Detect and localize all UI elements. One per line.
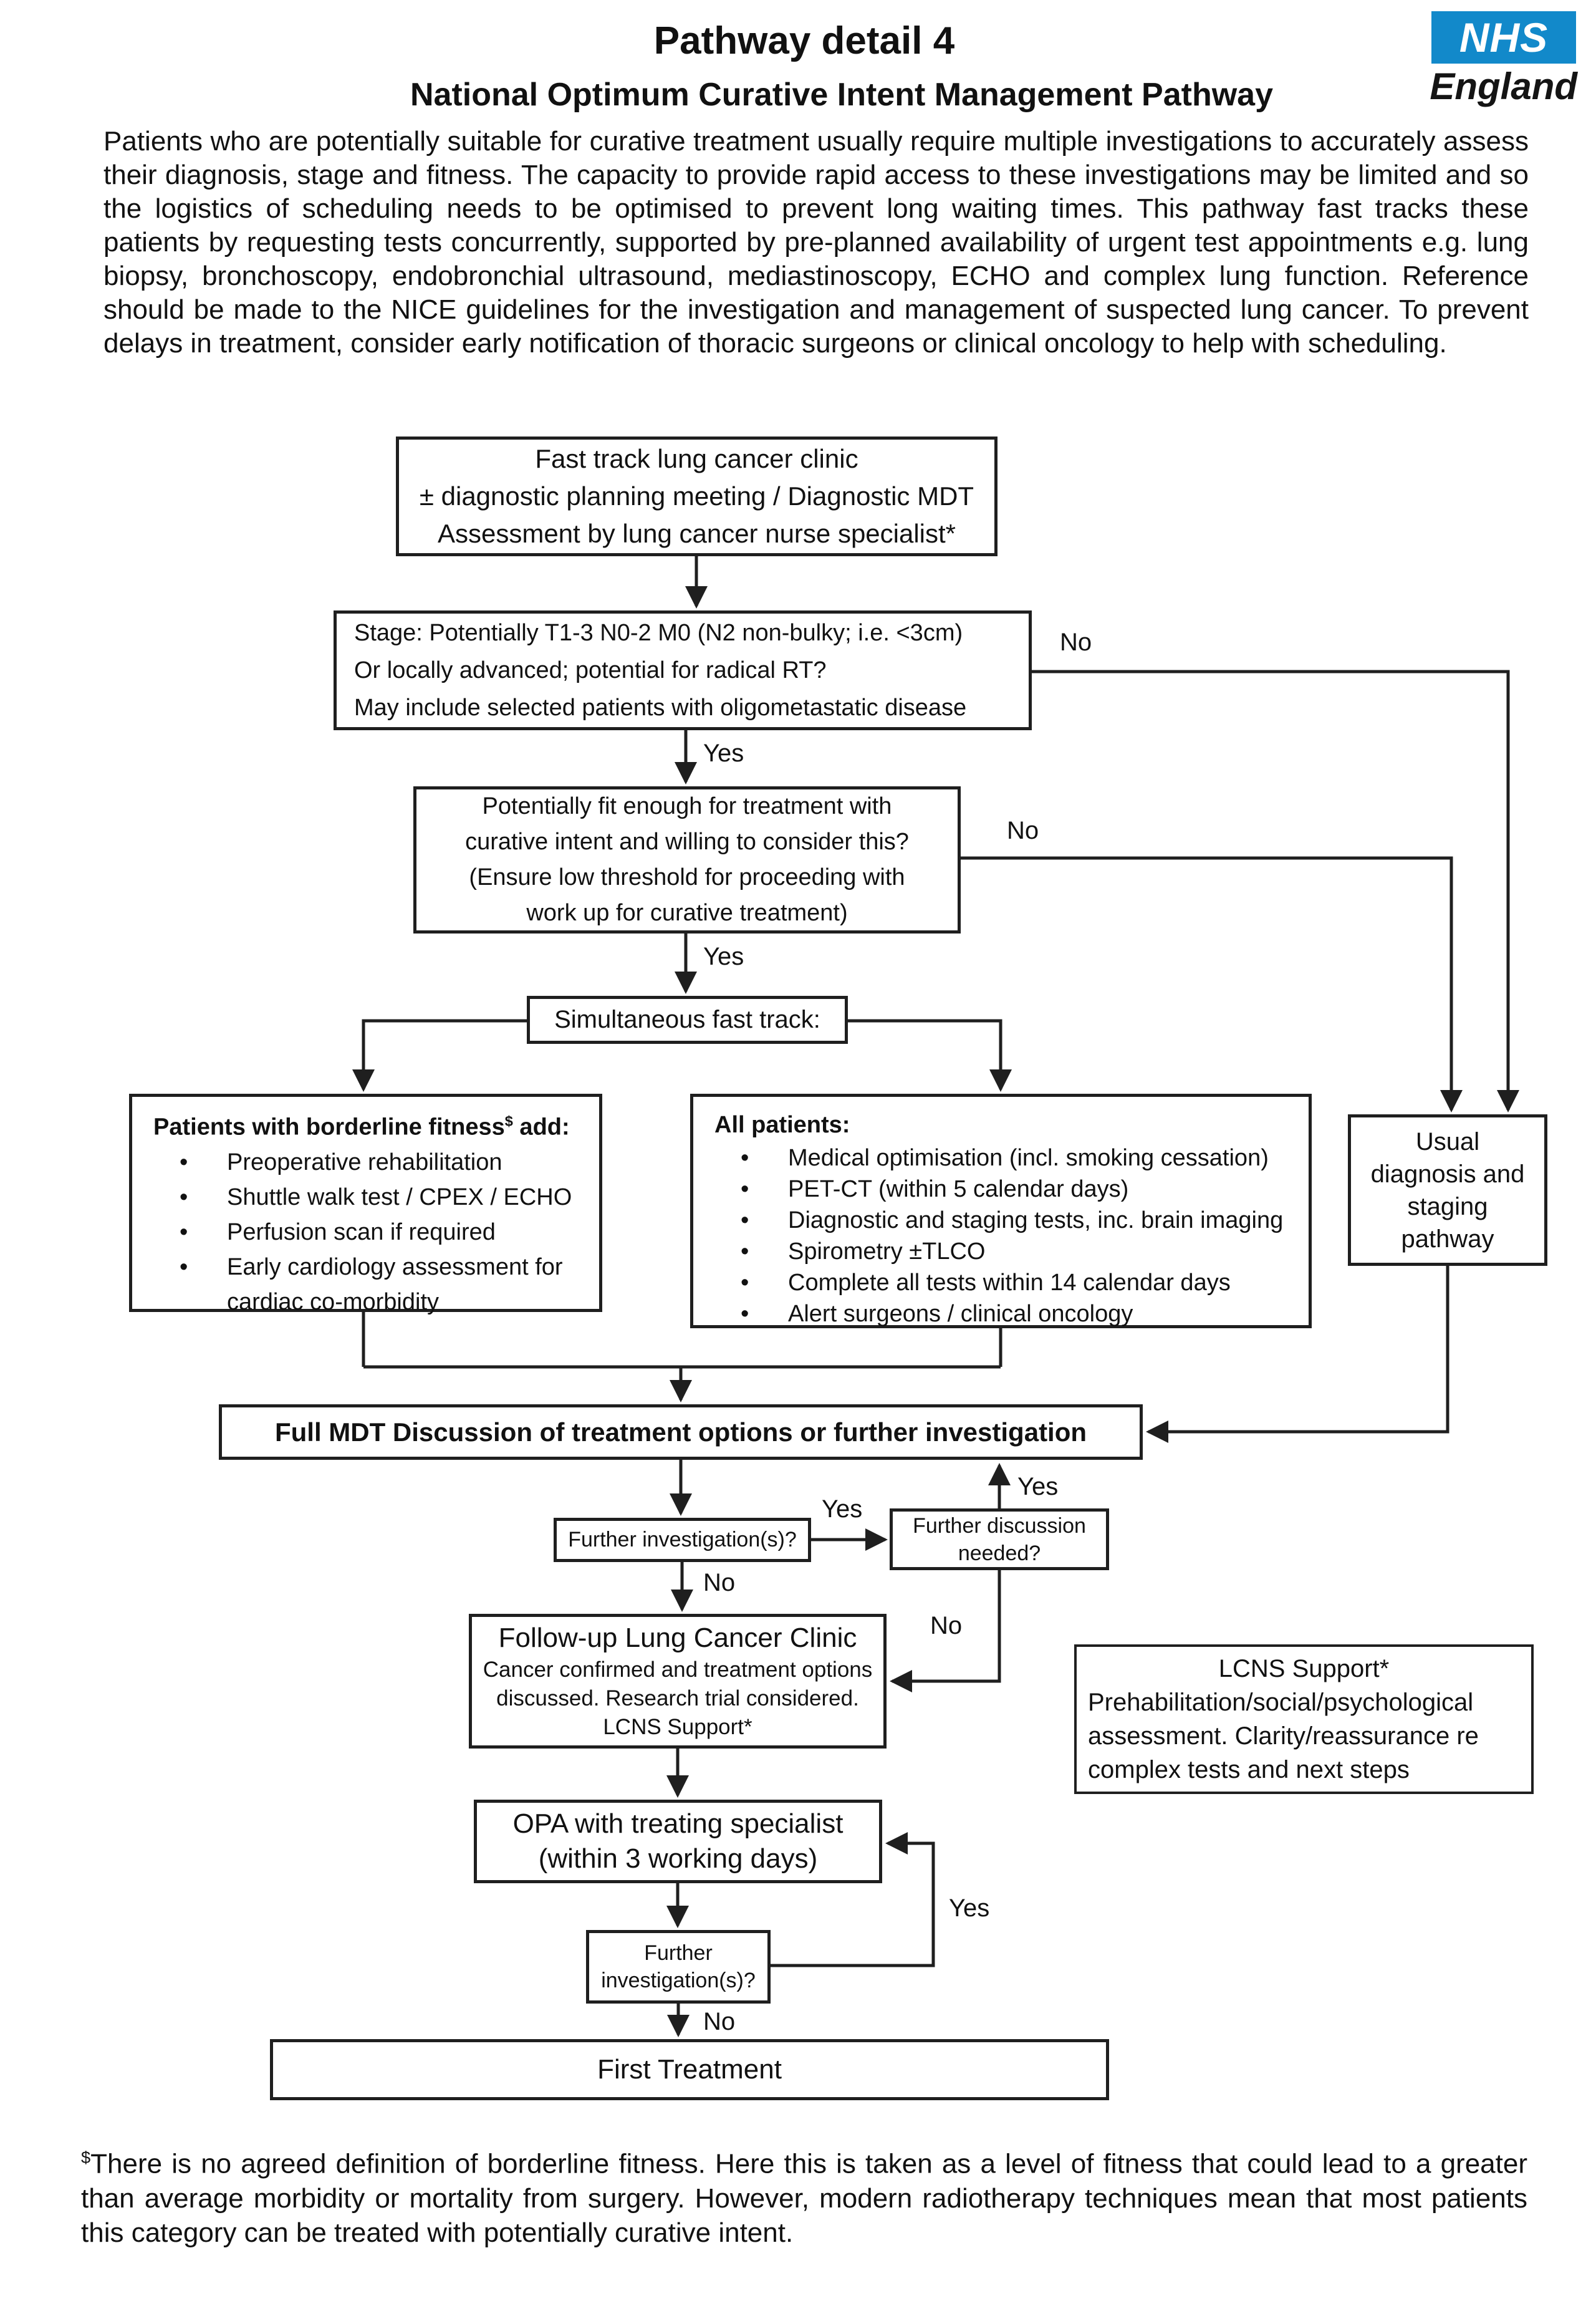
list-item: Complete all tests within 14 calendar da…: [737, 1267, 1283, 1298]
label-stage-yes: Yes: [703, 740, 744, 767]
arrow-stage-no-to-usual: [1032, 670, 1519, 1112]
node-simultaneous-fast-track: Simultaneous fast track:: [527, 996, 848, 1044]
label-inv2-no: No: [703, 2008, 736, 2035]
label-inv1-no: No: [703, 1569, 736, 1596]
arrow-simultaneous-to-allpatients: [848, 1019, 1012, 1092]
list-item: Diagnostic and staging tests, inc. brain…: [737, 1205, 1283, 1236]
list-item: Alert surgeons / clinical oncology: [737, 1298, 1283, 1329]
arrow-fit-no-to-usual: [961, 856, 1463, 1112]
node-stage-question: Stage: Potentially T1-3 N0-2 M0 (N2 non-…: [334, 610, 1032, 730]
page-title: Pathway detail 4: [653, 19, 955, 62]
nhs-logo-text: NHS: [1459, 14, 1549, 60]
arrow-disc-no-to-followup: [890, 1570, 1001, 1692]
list-item: Shuttle walk test / CPEX / ECHO: [176, 1180, 588, 1215]
list-item: Early cardiology assessment for cardiac …: [176, 1250, 588, 1319]
list-item: Preoperative rehabilitation: [176, 1145, 588, 1180]
footnote-marker: $: [81, 2148, 91, 2167]
list-item: Perfusion scan if required: [176, 1215, 588, 1250]
arrow-furtherinv2-yes-to-opa: [771, 1832, 935, 1967]
nhs-logo-blue-box: NHS: [1431, 11, 1576, 64]
footnote: $There is no agreed definition of border…: [81, 2148, 1527, 2248]
borderline-bullet-list: Preoperative rehabilitation Shuttle walk…: [132, 1145, 599, 1319]
node-lcns-support: LCNS Support* Prehabilitation/social/psy…: [1074, 1644, 1534, 1794]
list-item: Medical optimisation (incl. smoking cess…: [737, 1142, 1283, 1174]
borderline-heading: Patients with borderline fitness$ add:: [153, 1113, 570, 1141]
label-disc-yes: Yes: [1017, 1473, 1059, 1500]
footnote-marker: $: [504, 1113, 513, 1129]
label-inv2-yes: Yes: [949, 1894, 990, 1922]
node-further-investigations-2: Further investigation(s)?: [586, 1930, 771, 2004]
label-disc-no: No: [930, 1612, 963, 1639]
label-fit-yes: Yes: [703, 943, 744, 970]
arrow-usual-to-mdt: [1146, 1266, 1449, 1443]
node-followup-clinic: Follow-up Lung Cancer Clinic Cancer conf…: [469, 1614, 887, 1749]
list-item: PET-CT (within 5 calendar days): [737, 1174, 1283, 1205]
followup-title: Follow-up Lung Cancer Clinic: [498, 1623, 857, 1653]
node-full-mdt-discussion: Full MDT Discussion of treatment options…: [219, 1404, 1143, 1460]
node-fitness-question: Potentially fit enough for treatment wit…: [413, 786, 961, 933]
node-borderline-fitness: Patients with borderline fitness$ add: P…: [129, 1094, 602, 1315]
label-stage-no: No: [1060, 629, 1092, 656]
nhs-england-label: England: [1430, 65, 1577, 107]
all-patients-heading: All patients:: [714, 1112, 850, 1138]
label-inv1-yes: Yes: [822, 1495, 863, 1523]
node-usual-pathway: Usual diagnosis and staging pathway: [1348, 1114, 1547, 1266]
node-further-discussion: Further discussion needed?: [890, 1508, 1109, 1570]
node-all-patients: All patients: Medical optimisation (incl…: [690, 1094, 1312, 1329]
node-opa-specialist: OPA with treating specialist (within 3 w…: [474, 1800, 882, 1883]
label-fit-no: No: [1007, 817, 1039, 844]
arrow-simultaneous-to-borderline: [352, 1019, 527, 1092]
node-fast-track-clinic: Fast track lung cancer clinic ± diagnost…: [396, 437, 998, 556]
page-subtitle: National Optimum Curative Intent Managem…: [410, 77, 1273, 113]
list-item: Spirometry ±TLCO: [737, 1236, 1283, 1267]
intro-paragraph: Patients who are potentially suitable fo…: [103, 126, 1529, 359]
node-first-treatment: First Treatment: [270, 2039, 1109, 2100]
node-further-investigations-1: Further investigation(s)?: [554, 1518, 811, 1562]
nhs-england-logo: NHS England: [1396, 11, 1579, 117]
all-patients-bullet-list: Medical optimisation (incl. smoking cess…: [693, 1142, 1294, 1329]
